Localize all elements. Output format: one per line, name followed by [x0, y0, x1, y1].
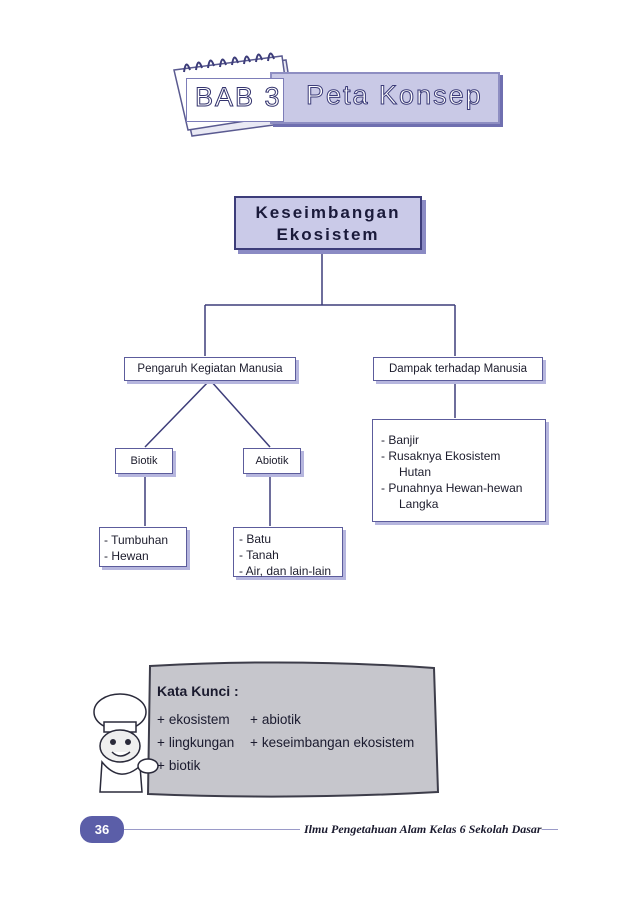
list-item: - Rusaknya Ekosistem — [381, 449, 501, 463]
plus-icon: + — [157, 735, 165, 750]
biotik-label: Biotik — [130, 455, 158, 467]
left-branch-label: Pengaruh Kegiatan Manusia — [137, 363, 283, 375]
plus-icon: + — [157, 712, 165, 727]
list-item: Hutan — [399, 465, 432, 479]
chapter-title-tab: Peta Konsep — [270, 72, 500, 124]
list-item: - Punahnya Hewan-hewan — [381, 481, 523, 495]
list-item: Langka — [399, 497, 439, 511]
list-item: - Batu — [239, 532, 272, 546]
key-term: +abiotik — [250, 712, 301, 727]
chef-mascot-icon — [93, 693, 159, 793]
abiotik-list: - Batu - Tanah - Air, dan lain-lain — [239, 531, 342, 579]
plus-icon: + — [250, 735, 258, 750]
dampak-list: - Banjir - Rusaknya Ekosistem Hutan - Pu… — [381, 432, 545, 512]
chapter-title: Peta Konsep — [306, 80, 483, 111]
abiotik-list-box: - Batu - Tanah - Air, dan lain-lain — [233, 527, 343, 579]
list-item: - Tanah — [239, 548, 279, 562]
plus-icon: + — [250, 712, 258, 727]
chapter-number-box: BAB 3 — [186, 78, 284, 122]
root-concept-line2: Ekosistem — [276, 225, 380, 244]
abiotik-box: Abiotik — [243, 448, 301, 474]
list-item: - Hewan — [104, 549, 149, 563]
root-concept-line1: Keseimbangan — [255, 203, 401, 222]
list-item: - Banjir — [381, 433, 420, 447]
key-terms-title: Kata Kunci : — [157, 683, 239, 699]
abiotik-label: Abiotik — [255, 455, 289, 467]
dampak-list-box: - Banjir - Rusaknya Ekosistem Hutan - Pu… — [372, 419, 546, 522]
key-term: +lingkungan — [157, 735, 235, 750]
page-number: 36 — [80, 816, 124, 843]
plus-icon: + — [157, 758, 165, 773]
book-title: Ilmu Pengetahuan Alam Kelas 6 Sekolah Da… — [300, 822, 542, 837]
key-term: +biotik — [157, 758, 201, 773]
list-item: - Tumbuhan — [104, 533, 169, 547]
key-term: +keseimbangan ekosistem — [250, 735, 415, 750]
root-concept-box: Keseimbangan Ekosistem — [234, 196, 422, 250]
list-item: - Air, dan lain-lain — [239, 564, 332, 578]
biotik-list: - Tumbuhan - Hewan — [104, 532, 186, 564]
chapter-number: BAB 3 — [195, 82, 282, 113]
biotik-box: Biotik — [115, 448, 173, 474]
right-branch-label: Dampak terhadap Manusia — [388, 363, 528, 375]
biotik-list-box: - Tumbuhan - Hewan — [99, 527, 187, 567]
left-branch-box: Pengaruh Kegiatan Manusia — [124, 357, 296, 381]
key-terms-panel — [146, 661, 440, 798]
key-term: +ekosistem — [157, 712, 230, 727]
right-branch-box: Dampak terhadap Manusia — [373, 357, 543, 381]
